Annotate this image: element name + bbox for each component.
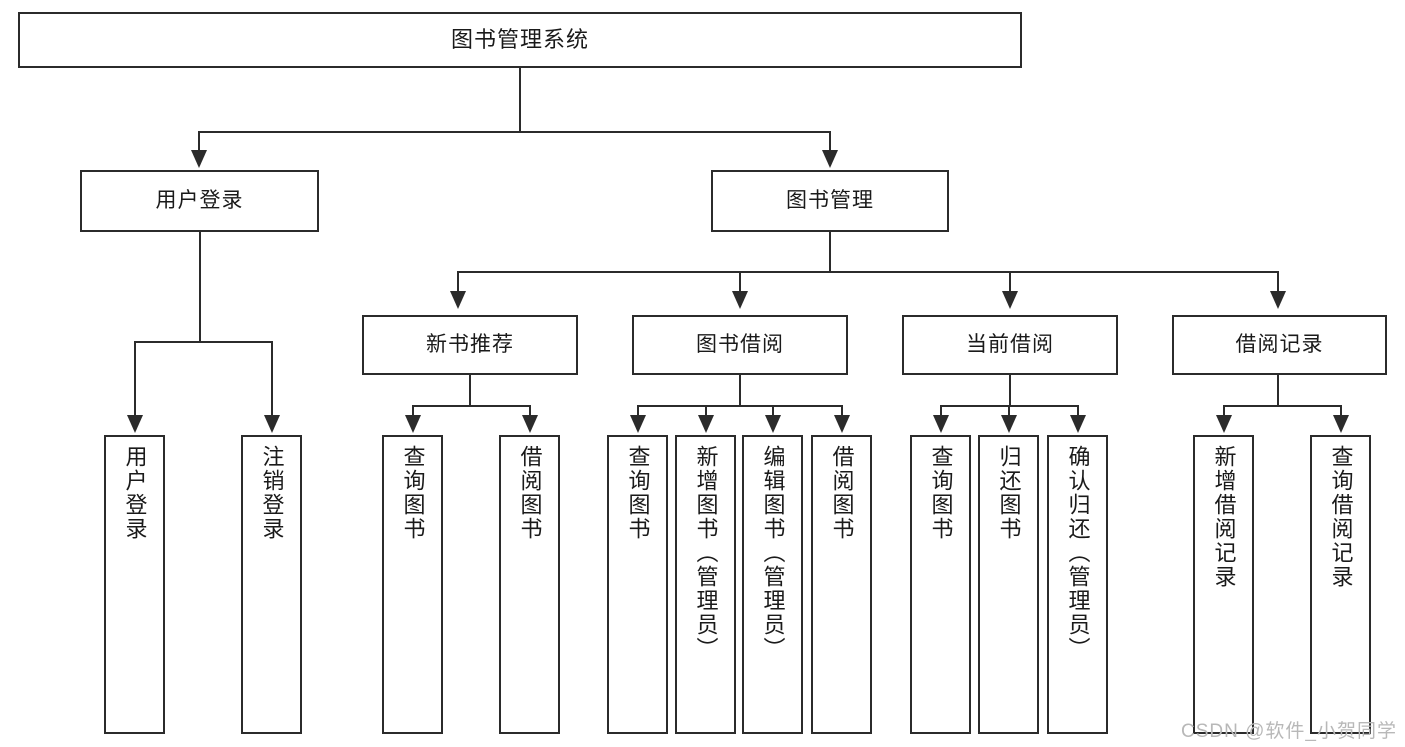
connector-currentborrow-drop-3 [1077,405,1079,417]
node-label: 借阅记录 [1235,332,1324,356]
node-label: 注销登录 [259,445,285,541]
arrow-currentborrow-leaf-3 [1070,415,1086,433]
connector-recommend-drop-2 [529,405,531,417]
node-label: 查询图书 [400,445,426,541]
node-new-book-recommend[interactable]: 新书推荐 [362,315,578,375]
connector-recommend-bar [412,405,530,407]
connector-recommend-stem [469,375,471,405]
arrow-to-borrow-record [1270,291,1286,309]
leaf-borrow-add-book[interactable]: 新增图书（管理员） [675,435,736,734]
connector-level3-drop-2 [739,271,741,293]
connector-borrowrecord-stem [1277,375,1279,405]
connector-recommend-drop-1 [412,405,414,417]
node-user-login[interactable]: 用户登录 [80,170,319,232]
node-label: 用户登录 [122,445,148,541]
connector-bookmgmt-stem [829,232,831,271]
node-label: 图书管理系统 [450,27,589,53]
connector-bookborrow-drop-3 [772,405,774,417]
node-book-borrow[interactable]: 图书借阅 [632,315,848,375]
leaf-borrow-edit-book[interactable]: 编辑图书（管理员） [742,435,803,734]
leaf-current-return-book[interactable]: 归还图书 [978,435,1039,734]
node-label: 归还图书 [996,445,1022,541]
arrow-bookborrow-leaf-2 [698,415,714,433]
node-label: 当前借阅 [966,332,1054,356]
arrow-to-book-manage [822,150,838,168]
connector-currentborrow-stem [1009,375,1011,405]
node-label: 图书借阅 [696,332,784,356]
connector-bookborrow-stem [739,375,741,405]
node-book-management[interactable]: 图书管理 [711,170,949,232]
connector-borrowrecord-drop-1 [1223,405,1225,417]
node-label: 新增借阅记录 [1211,445,1237,589]
connector-currentborrow-drop-1 [940,405,942,417]
leaf-borrow-borrow-book[interactable]: 借阅图书 [811,435,872,734]
arrow-borrowrecord-leaf-2 [1333,415,1349,433]
connector-level3-bar [457,271,1279,273]
node-label: 编辑图书（管理员） [760,445,786,661]
connector-root-stem [519,68,521,131]
arrow-to-user-login-leaf [127,415,143,433]
connector-borrowrecord-drop-2 [1340,405,1342,417]
node-label: 借阅图书 [517,445,543,541]
arrow-bookborrow-leaf-3 [765,415,781,433]
connector-borrowrecord-bar [1223,405,1341,407]
arrow-recommend-leaf-1 [405,415,421,433]
arrow-to-current-borrow [1002,291,1018,309]
leaf-borrow-query-book[interactable]: 查询图书 [607,435,668,734]
connector-userlogin-stem [199,232,201,341]
node-current-borrow[interactable]: 当前借阅 [902,315,1118,375]
leaf-logout[interactable]: 注销登录 [241,435,302,734]
node-label: 确认归还（管理员） [1065,445,1091,661]
node-label: 图书管理 [786,188,874,212]
connector-bookborrow-drop-4 [841,405,843,417]
connector-level3-drop-4 [1277,271,1279,293]
node-label: 用户登录 [155,188,244,212]
arrow-to-new-book-recommend [450,291,466,309]
arrow-bookborrow-leaf-4 [834,415,850,433]
node-root-system[interactable]: 图书管理系统 [18,12,1022,68]
connector-bookborrow-drop-2 [705,405,707,417]
node-borrow-record[interactable]: 借阅记录 [1172,315,1387,375]
arrow-recommend-leaf-2 [522,415,538,433]
leaf-user-login[interactable]: 用户登录 [104,435,165,734]
node-label: 借阅图书 [829,445,855,541]
connector-level2-drop-1 [198,131,200,152]
connector-bookborrow-drop-1 [637,405,639,417]
node-label: 新增图书（管理员） [693,445,719,661]
node-label: 新书推荐 [426,332,514,356]
node-label: 查询借阅记录 [1328,445,1354,589]
connector-userlogin-drop-1 [134,341,136,417]
leaf-recommend-query-book[interactable]: 查询图书 [382,435,443,734]
leaf-current-confirm-return[interactable]: 确认归还（管理员） [1047,435,1108,734]
connector-userlogin-drop-2 [271,341,273,417]
leaf-record-query-record[interactable]: 查询借阅记录 [1310,435,1371,734]
arrow-borrowrecord-leaf-1 [1216,415,1232,433]
connector-level2-drop-2 [829,131,831,152]
arrow-to-user-login [191,150,207,168]
connector-level2-bar [198,131,830,133]
leaf-record-add-record[interactable]: 新增借阅记录 [1193,435,1254,734]
leaf-current-query-book[interactable]: 查询图书 [910,435,971,734]
node-label: 查询图书 [928,445,954,541]
connector-userlogin-bar [134,341,272,343]
connector-currentborrow-drop-2 [1008,405,1010,417]
arrow-to-book-borrow [732,291,748,309]
arrow-currentborrow-leaf-1 [933,415,949,433]
arrow-currentborrow-leaf-2 [1001,415,1017,433]
connector-level3-drop-1 [457,271,459,293]
leaf-recommend-borrow-book[interactable]: 借阅图书 [499,435,560,734]
connector-level3-drop-3 [1009,271,1011,293]
node-label: 查询图书 [625,445,651,541]
arrow-bookborrow-leaf-1 [630,415,646,433]
arrow-to-logout-leaf [264,415,280,433]
connector-bookborrow-bar [637,405,843,407]
